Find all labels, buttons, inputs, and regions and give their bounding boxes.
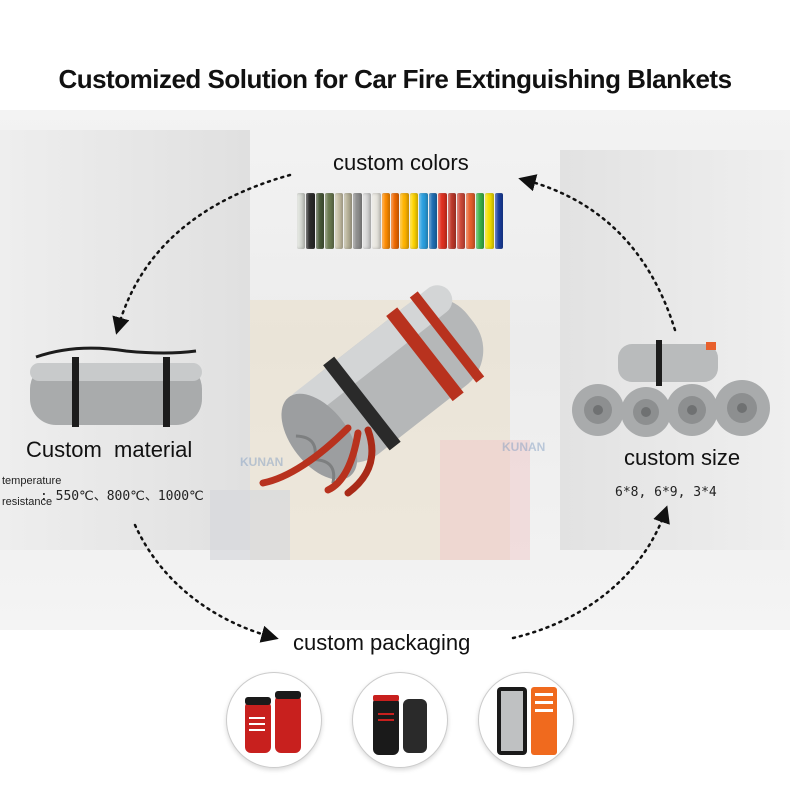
color-swatch	[372, 193, 381, 249]
size-values: 6*8, 6*9, 3*4	[615, 485, 717, 500]
color-swatch	[306, 193, 315, 249]
packaging-option-orange-case	[478, 672, 574, 768]
color-swatch	[428, 193, 438, 249]
watermark-right: KUNAN	[502, 440, 546, 454]
color-swatch	[494, 193, 503, 249]
color-swatch	[438, 193, 447, 249]
color-swatch	[419, 193, 428, 249]
black-dry-bags-icon	[373, 695, 427, 755]
color-swatch	[315, 193, 325, 249]
custom-packaging-label: custom packaging	[293, 630, 471, 655]
watermark-left: KUNAN	[240, 455, 284, 469]
color-swatch	[353, 193, 362, 249]
temperature-values: : 550℃、800℃、1000℃	[40, 489, 204, 504]
resistance-label: resistance	[2, 496, 53, 508]
color-swatch	[381, 193, 391, 249]
color-swatch	[297, 193, 306, 249]
custom-size-label: custom size	[624, 445, 741, 470]
color-swatch	[447, 193, 456, 249]
color-swatch	[325, 193, 334, 249]
color-swatch	[456, 193, 466, 249]
custom-colors-label: custom colors	[333, 150, 469, 175]
custom-size-blankets-image	[572, 340, 770, 437]
color-swatch	[334, 193, 344, 249]
page-title: Customized Solution for Car Fire Extingu…	[58, 64, 732, 94]
custom-material-label: Custom material	[26, 437, 193, 462]
packaging-option-red-bags	[226, 672, 322, 768]
color-swatch	[362, 193, 372, 249]
color-swatch	[466, 193, 475, 249]
color-swatch	[344, 193, 353, 249]
color-swatch	[475, 193, 485, 249]
packaging-option-black-bags	[352, 672, 448, 768]
color-swatches	[297, 193, 503, 249]
temperature-label: temperature	[2, 475, 62, 487]
red-dry-bags-icon	[245, 691, 301, 753]
rolled-blanket-image	[259, 285, 485, 497]
color-swatch	[409, 193, 419, 249]
color-swatch	[400, 193, 409, 249]
color-swatch	[391, 193, 400, 249]
orange-case-icon	[497, 687, 557, 755]
color-swatch	[485, 193, 494, 249]
custom-material-blanket-image	[30, 346, 202, 427]
